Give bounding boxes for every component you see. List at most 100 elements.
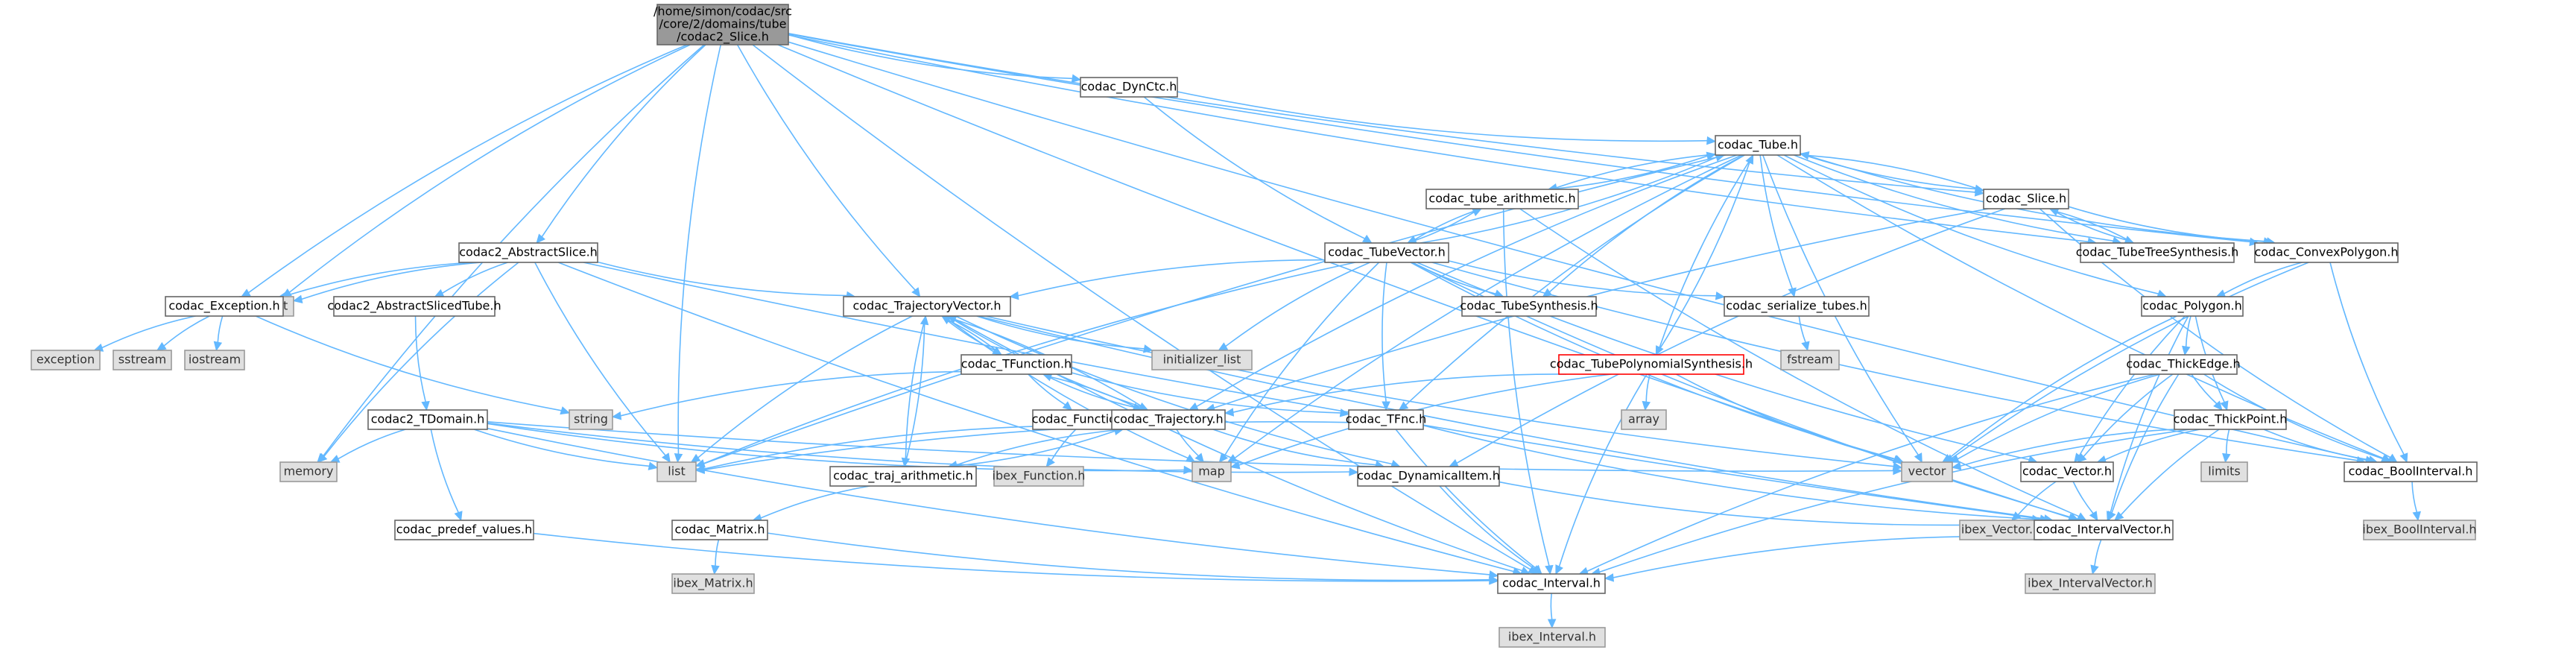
node-codac_BoolInterval[interactable]: codac_BoolInterval.h bbox=[2344, 461, 2478, 482]
node-codac_TrajectoryVector[interactable]: codac_TrajectoryVector.h bbox=[843, 296, 1011, 317]
edge-codac_Tube-to-codac_TubeSynthesis bbox=[1542, 154, 1744, 297]
node-codac_TFunction[interactable]: codac_TFunction.h bbox=[961, 354, 1072, 375]
node-codac2_AbstractSlice[interactable]: codac2_AbstractSlice.h bbox=[458, 242, 598, 263]
node-label: codac_ThickEdge.h bbox=[2126, 357, 2240, 372]
node-ibex_Matrix[interactable]: ibex_Matrix.h bbox=[671, 573, 755, 594]
node-codac_TubeVector[interactable]: codac_TubeVector.h bbox=[1324, 242, 1449, 263]
edge-line bbox=[1548, 155, 1708, 190]
node-box bbox=[1983, 189, 2069, 209]
node-codac2_TDomain[interactable]: codac2_TDomain.h bbox=[367, 409, 488, 430]
edge-arrowhead bbox=[1951, 461, 1962, 470]
node-limits[interactable]: limits bbox=[2200, 461, 2248, 482]
edge-codac2_AbstractSlice-to-codac_Exception bbox=[278, 262, 474, 300]
node-box bbox=[1901, 461, 1953, 482]
node-codac_Slice[interactable]: codac_Slice.h bbox=[1983, 189, 2069, 209]
edge-codac_Matrix-to-ibex_Matrix bbox=[711, 539, 720, 575]
edge-codac_ConvexPolygon-to-codac_Polygon bbox=[2215, 262, 2303, 298]
node-ibex_Function[interactable]: ibex_Function.h bbox=[993, 466, 1086, 487]
node-map[interactable]: map bbox=[1192, 461, 1232, 482]
node-codac_DynamicalItem[interactable]: codac_DynamicalItem.h bbox=[1357, 466, 1500, 487]
node-ibex_Interval[interactable]: ibex_Interval.h bbox=[1499, 627, 1606, 648]
node-codac_Tube[interactable]: codac_Tube.h bbox=[1715, 135, 1801, 156]
node-codac_Vector[interactable]: codac_Vector.h bbox=[2020, 461, 2114, 482]
node-array[interactable]: array bbox=[1621, 409, 1667, 430]
node-codac_Interval[interactable]: codac_Interval.h bbox=[1497, 573, 1606, 594]
edge-codac_serialize_tubes-to-fstream bbox=[1798, 315, 1810, 352]
node-label: ibex_BoolInterval.h bbox=[2362, 523, 2476, 537]
edge-arrowhead bbox=[1045, 457, 1055, 467]
edge-line bbox=[1808, 154, 1984, 192]
edge-line bbox=[904, 324, 925, 467]
edge-line bbox=[1213, 208, 1989, 409]
edge-line bbox=[948, 320, 1002, 356]
edge-line bbox=[1176, 429, 1199, 457]
edge-line bbox=[1225, 262, 1370, 347]
edge-codac_Vector-to-ibex_Vector bbox=[2010, 481, 2057, 521]
node-iostream[interactable]: iostream bbox=[184, 350, 245, 370]
node-codac_Exception[interactable]: codac_Exception.h bbox=[165, 296, 284, 317]
edge-codac2_TDomain-to-codac_Interval bbox=[487, 427, 1499, 579]
node-label: memory bbox=[284, 464, 334, 479]
node-codac_Matrix[interactable]: codac_Matrix.h bbox=[671, 520, 768, 540]
edge-arrowhead bbox=[560, 406, 571, 415]
edge-arrowhead bbox=[1914, 452, 1922, 464]
node-codac_serialize_tubes[interactable]: codac_serialize_tubes.h bbox=[1724, 296, 1870, 317]
node-box bbox=[1111, 409, 1226, 430]
node-box bbox=[1959, 520, 2042, 540]
node-box bbox=[2174, 409, 2287, 430]
node-codac_DynCtc[interactable]: codac_DynCtc.h bbox=[1080, 77, 1178, 98]
node-codac_Trajectory[interactable]: codac_Trajectory.h bbox=[1111, 409, 1226, 430]
node-label: codac_IntervalVector.h bbox=[2036, 523, 2171, 537]
node-label: codac_TrajectoryVector.h bbox=[852, 299, 1001, 314]
edge-line bbox=[1028, 373, 1066, 406]
node-codac_TubeSynthesis[interactable]: codac_TubeSynthesis.h bbox=[1460, 296, 1598, 317]
node-ibex_IntervalVector[interactable]: ibex_IntervalVector.h bbox=[2025, 573, 2156, 594]
node-codac_IntervalVector[interactable]: codac_IntervalVector.h bbox=[2034, 520, 2174, 540]
edge-arrowhead bbox=[1062, 401, 1073, 411]
node-codac_Polygon[interactable]: codac_Polygon.h bbox=[2141, 296, 2244, 317]
node-box bbox=[569, 409, 613, 430]
node-codac_ConvexPolygon[interactable]: codac_ConvexPolygon.h bbox=[2254, 242, 2399, 263]
edge-codac_ThickEdge-to-codac_ThickPoint bbox=[2191, 373, 2223, 411]
node-ibex_Vector[interactable]: ibex_Vector.h bbox=[1959, 520, 2042, 540]
node-codac2_AbstractSlicedTube[interactable]: codac2_AbstractSlicedTube.h bbox=[327, 296, 501, 317]
edge-line bbox=[487, 427, 1490, 575]
node-codac_TubePolynomialSynthesis[interactable]: codac_TubePolynomialSynthesis.h bbox=[1550, 354, 1753, 375]
edge-line bbox=[2225, 429, 2230, 455]
node-codac_TFnc[interactable]: codac_TFnc.h bbox=[1346, 409, 1426, 430]
node-box bbox=[2025, 573, 2156, 594]
node-string[interactable]: string bbox=[569, 409, 613, 430]
edge-codac_Tube-to-codac_Polygon bbox=[1783, 154, 2168, 298]
node-initializer_list[interactable]: initializer_list bbox=[1151, 350, 1253, 370]
edge-line bbox=[620, 370, 962, 417]
node-codac2_Slice[interactable]: /home/simon/codac/src/core/2/domains/tub… bbox=[654, 4, 792, 45]
node-label: string bbox=[574, 412, 608, 426]
node-codac_TubeTreeSynthesis[interactable]: codac_TubeTreeSynthesis.h bbox=[2076, 242, 2239, 263]
node-codac_tube_arithmetic[interactable]: codac_tube_arithmetic.h bbox=[1425, 189, 1579, 209]
edge-arrowhead bbox=[1892, 455, 1903, 464]
edge-arrowhead bbox=[674, 452, 683, 464]
node-codac_traj_arithmetic[interactable]: codac_traj_arithmetic.h bbox=[829, 466, 977, 487]
node-ibex_BoolInterval[interactable]: ibex_BoolInterval.h bbox=[2362, 520, 2477, 540]
node-exception[interactable]: exception bbox=[31, 350, 101, 370]
node-codac_ThickPoint[interactable]: codac_ThickPoint.h bbox=[2174, 409, 2288, 430]
edge-arrowhead bbox=[1799, 151, 1810, 160]
node-codac_ThickEdge[interactable]: codac_ThickEdge.h bbox=[2126, 354, 2241, 375]
node-codac_predef_values[interactable]: codac_predef_values.h bbox=[394, 520, 534, 540]
edge-codac_Tube-to-codac_TubeTreeSynthesis bbox=[1794, 154, 2122, 245]
node-fstream[interactable]: fstream bbox=[1780, 350, 1840, 370]
node-sstream[interactable]: sstream bbox=[113, 350, 172, 370]
node-label: /home/simon/codac/src bbox=[654, 4, 792, 19]
edge-arrowhead bbox=[1545, 564, 1554, 575]
edge-line bbox=[697, 315, 913, 458]
node-box bbox=[1621, 409, 1667, 430]
node-label: codac_TubeSynthesis.h bbox=[1460, 299, 1598, 314]
edge-line bbox=[430, 429, 459, 513]
node-memory[interactable]: memory bbox=[279, 461, 338, 482]
edge-line bbox=[1957, 373, 2161, 460]
node-list[interactable]: list bbox=[656, 461, 697, 482]
edge-line bbox=[703, 262, 1356, 464]
edge-arrowhead bbox=[1892, 461, 1903, 471]
edge-codac_Tube-to-codac_serialize_tubes bbox=[1759, 154, 1797, 298]
node-vector[interactable]: vector bbox=[1901, 461, 1953, 482]
